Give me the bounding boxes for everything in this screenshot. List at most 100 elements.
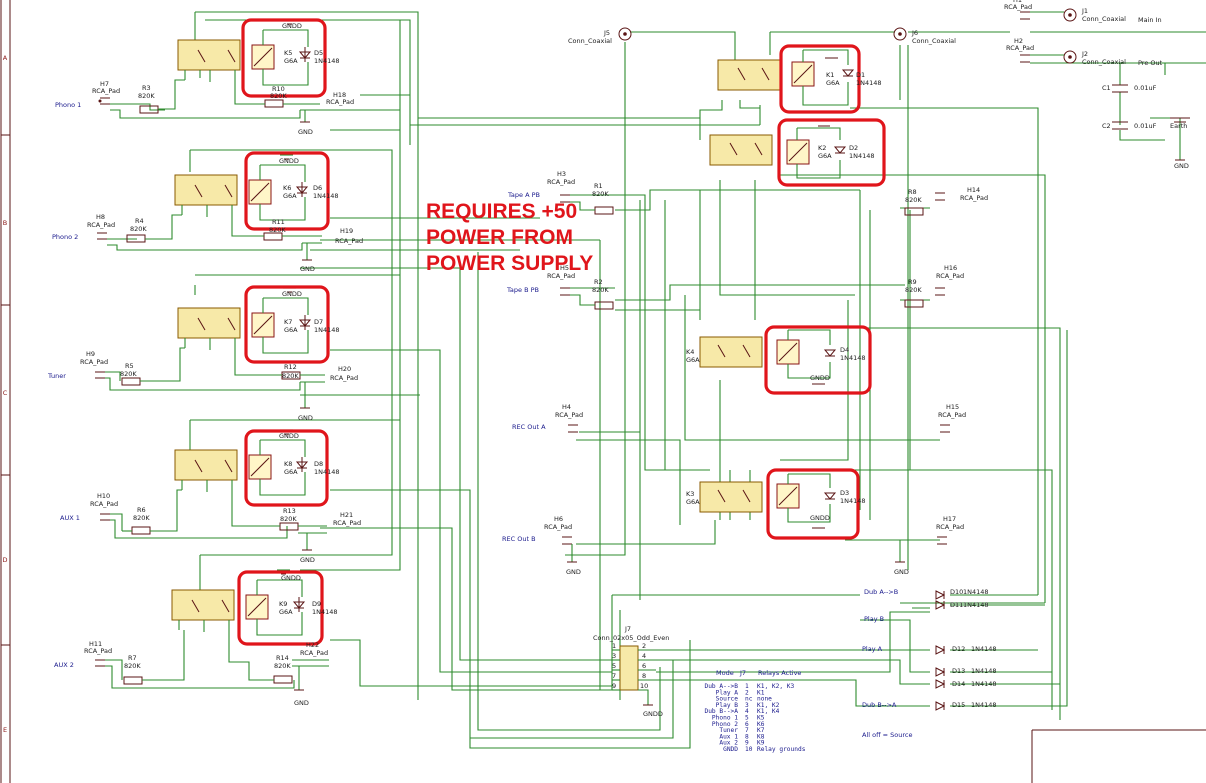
jack-h9-ref: H9 bbox=[86, 350, 95, 358]
diode-d9-val: 1N4148 bbox=[312, 608, 338, 616]
header-pin-3: 3 bbox=[612, 652, 616, 660]
mode-table-cell: Play B bbox=[716, 702, 739, 709]
relay-k4-ref: K4 bbox=[686, 348, 694, 356]
jack-h8-ref: H8 bbox=[96, 213, 105, 221]
frame-row-d: D bbox=[2, 556, 7, 564]
header-pin-8: 8 bbox=[642, 672, 646, 680]
net-play-b: Play B bbox=[864, 615, 884, 623]
jack-h4-ref: H4 bbox=[562, 403, 571, 411]
diode-d5-ref: D5 bbox=[314, 49, 323, 57]
res-r9-val: 820K bbox=[905, 286, 922, 294]
mode-table-cell: 4 bbox=[745, 708, 749, 715]
jack-h3-ref: H3 bbox=[557, 170, 566, 178]
jack-h6-pad: RCA_Pad bbox=[544, 523, 572, 531]
coax-j2-ref: J2 bbox=[1081, 50, 1088, 58]
res-r14-val: 820K bbox=[274, 662, 291, 670]
jack-h20-ref: H20 bbox=[338, 365, 351, 373]
relay-k3-ref: K3 bbox=[686, 490, 694, 498]
coax-j1-type: Conn_Coaxial bbox=[1082, 15, 1126, 23]
jack-h3-pad: RCA_Pad bbox=[547, 178, 575, 186]
gndd-k5: GNDD bbox=[282, 22, 302, 30]
relay-k9-block: GNDD K9 G6A D9 1N4148 H11 RCA_Pad R7 820… bbox=[54, 569, 338, 707]
jack-h2-pad: RCA_Pad bbox=[1006, 44, 1034, 52]
mode-table-cell: K1, K2, K3 bbox=[757, 683, 795, 690]
relay-k9-highlight bbox=[237, 570, 324, 646]
res-r2-ref: R2 bbox=[594, 278, 603, 286]
diode-d15-ref: D15 bbox=[952, 701, 965, 709]
res-r10-val: 820K bbox=[270, 92, 287, 100]
relay-k3-type: G6A bbox=[686, 498, 700, 506]
jack-h14-pad: RCA_Pad bbox=[960, 194, 988, 202]
mode-table-cell: Dub A-->B bbox=[704, 683, 738, 690]
relay-k6-block: GNDD K6 G6A D6 1N4148 H8 RCA_Pad R4 820K… bbox=[52, 151, 363, 273]
relay-k8-ref: K8 bbox=[284, 460, 292, 468]
diode-d10-val: 1N4148 bbox=[963, 588, 989, 596]
net-play-a: Play A bbox=[862, 645, 883, 653]
mode-table-cell: 6 bbox=[745, 721, 749, 728]
diode-d6-val: 1N4148 bbox=[313, 192, 339, 200]
relay-k7-block: GNDD K7 G6A D7 1N4148 H9 RCA_Pad R5 820K… bbox=[47, 285, 358, 422]
mode-table-cell: none bbox=[757, 696, 772, 703]
diode-d12-ref: D12 bbox=[952, 645, 965, 653]
header-pin-1: 1 bbox=[612, 642, 616, 650]
diode-d12-val: 1N4148 bbox=[971, 645, 997, 653]
power-note-line-3: POWER SUPPLY bbox=[426, 252, 593, 275]
gnd-rec-b: GND bbox=[566, 568, 581, 576]
gnd-k9: GND bbox=[294, 699, 309, 707]
res-r3-ref: R3 bbox=[142, 84, 151, 92]
coax-j1-ref: J1 bbox=[1081, 7, 1088, 15]
relay-k4-type: G6A bbox=[686, 356, 700, 364]
diode-d7-ref: D7 bbox=[314, 318, 323, 326]
diode-d8-val: 1N4148 bbox=[314, 468, 340, 476]
relay-k3-block: K3 G6A D3 1N4148 GNDD bbox=[686, 468, 866, 540]
jack-h17-group: H17 RCA_Pad GND bbox=[894, 515, 964, 576]
res-r13-ref: R13 bbox=[283, 507, 296, 515]
power-note-line-2: POWER FROM bbox=[426, 226, 573, 249]
net-tuner: Tuner bbox=[47, 372, 66, 380]
gnd-k5: GND bbox=[298, 128, 313, 136]
relay-k1-ref: K1 bbox=[826, 71, 834, 79]
res-r10-ref: R10 bbox=[272, 85, 285, 93]
coax-j6-type: Conn_Coaxial bbox=[912, 37, 956, 45]
diode-d13-ref: D13 bbox=[952, 667, 965, 675]
net-rec-out-b: REC Out B bbox=[502, 535, 536, 543]
relay-k5-highlight bbox=[241, 18, 327, 98]
gndd-k3: GNDD bbox=[810, 514, 830, 522]
mode-table-cell: Aux 2 bbox=[719, 740, 738, 747]
rec-a-jack: H4 RCA_Pad REC Out A bbox=[512, 403, 583, 433]
mode-table-cell: Tuner bbox=[719, 727, 738, 734]
coax-j5-type: Conn_Coaxial bbox=[568, 37, 612, 45]
relay-k9-type: G6A bbox=[279, 608, 293, 616]
jack-h10-pad: RCA_Pad bbox=[90, 500, 118, 508]
jack-h21-ref: H21 bbox=[340, 511, 353, 519]
mode-table-cell: K5 bbox=[757, 715, 765, 722]
logic-diodes: Dub A-->B D10 1N4148 D11 1N4148 Play B P… bbox=[862, 588, 997, 711]
res-r4-val: 820K bbox=[130, 225, 147, 233]
header-pin-9: 9 bbox=[612, 682, 616, 690]
jack-h6-ref: H6 bbox=[554, 515, 563, 523]
diode-d4-ref: D4 bbox=[840, 346, 849, 354]
mode-table-cell: 1 bbox=[745, 683, 749, 690]
mode-table-header-j7: J7 bbox=[739, 669, 746, 677]
diode-d3-val: 1N4148 bbox=[840, 497, 866, 505]
diode-d5-val: 1N4148 bbox=[314, 57, 340, 65]
mode-table-cell: 7 bbox=[745, 727, 749, 734]
relay-k4-block: K4 G6A D4 1N4148 GNDD bbox=[686, 325, 872, 395]
mode-table-cell: K9 bbox=[757, 740, 765, 747]
net-tape-a-pb: Tape A PB bbox=[507, 191, 540, 199]
gnd-earth: GND bbox=[1174, 162, 1189, 170]
jack-h11-ref: H11 bbox=[89, 640, 102, 648]
gndd-k7: GNDD bbox=[282, 290, 302, 298]
res-r12-val: 820K bbox=[282, 372, 299, 380]
net-dub-b-a: Dub B-->A bbox=[862, 701, 897, 709]
net-aux-1: AUX 1 bbox=[60, 514, 80, 522]
jack-h14-ref: H14 bbox=[967, 186, 980, 194]
diode-d11 bbox=[935, 600, 946, 610]
mode-table-cell: K1 bbox=[757, 689, 765, 696]
res-r6-val: 820K bbox=[133, 514, 150, 522]
mode-table-cell: 2 bbox=[745, 689, 749, 696]
jack-h22-pad: RCA_Pad bbox=[300, 649, 328, 657]
mode-table-header-mode: Mode bbox=[716, 669, 734, 677]
res-r12-ref: R12 bbox=[284, 363, 297, 371]
